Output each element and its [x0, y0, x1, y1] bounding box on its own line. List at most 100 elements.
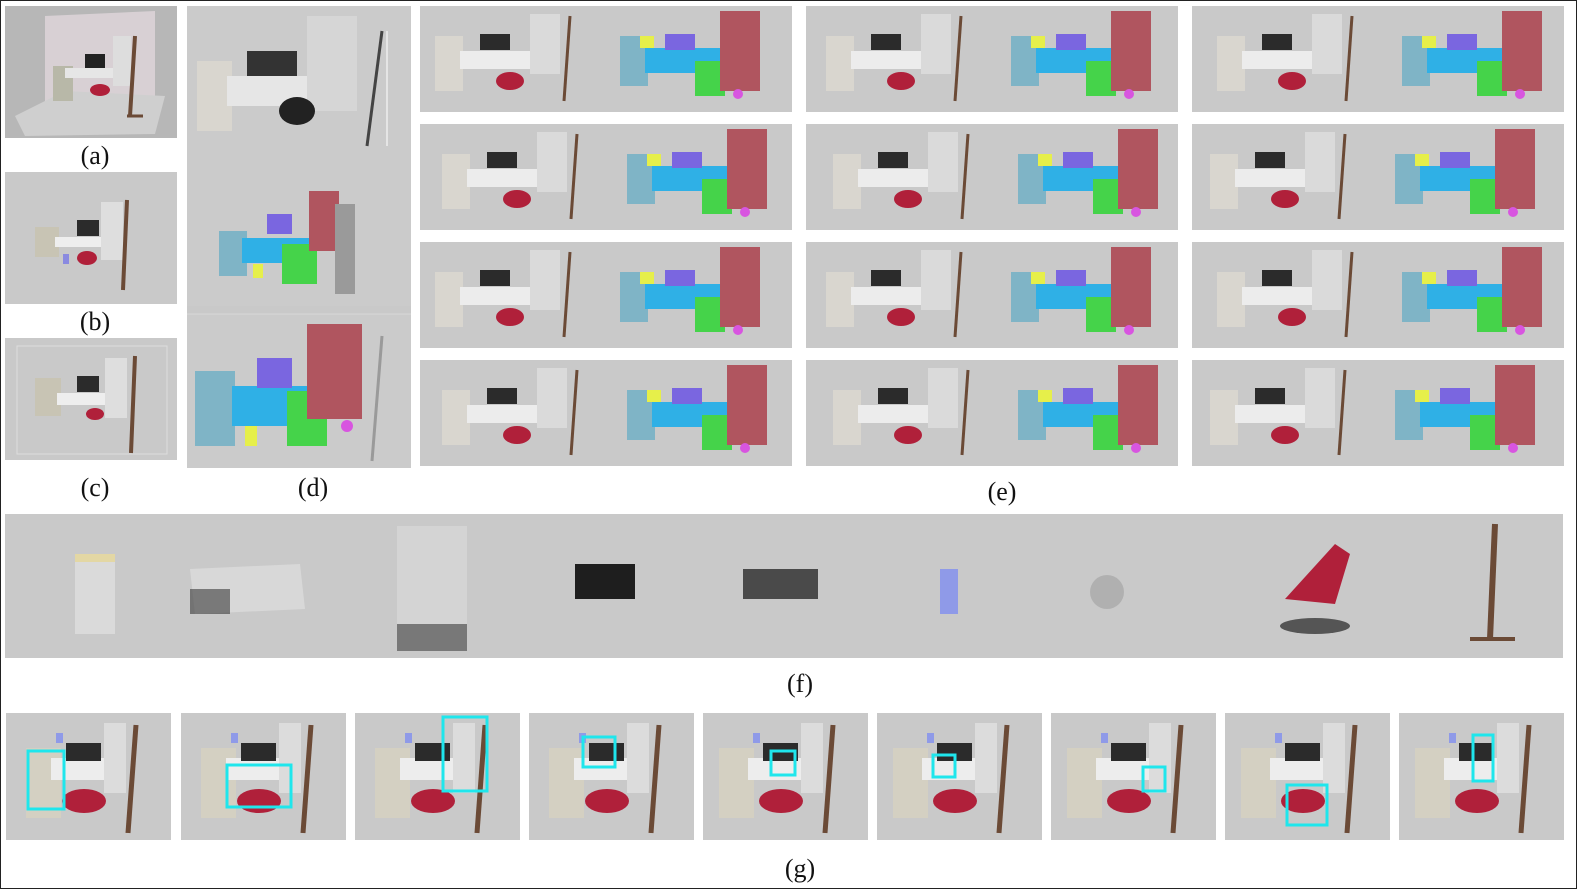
- panel-e-cell: [1192, 242, 1564, 348]
- seg-bottle: [1031, 272, 1045, 284]
- seg-wardrobe: [1495, 365, 1535, 445]
- raw-monitor: [1255, 388, 1285, 404]
- view-chair: [62, 789, 106, 813]
- raw-coat-rack: [562, 251, 572, 338]
- view-bottle: [927, 733, 934, 743]
- seg-monitor: [1447, 34, 1477, 50]
- cabinet-object: [75, 554, 115, 634]
- seg-bottle: [1038, 154, 1052, 166]
- raw-chair: [503, 426, 531, 444]
- raw-coat-rack: [1337, 133, 1347, 220]
- view-desk: [400, 758, 465, 780]
- raw-coat-rack: [953, 251, 963, 338]
- caption-b: (b): [79, 307, 111, 336]
- view-bottle: [753, 733, 760, 743]
- view-monitor: [1285, 743, 1320, 761]
- raw-desk: [851, 287, 931, 305]
- view-bottle: [1275, 733, 1282, 743]
- seg-wardrobe: [1111, 11, 1151, 91]
- raw-cabinet: [833, 390, 861, 445]
- panel-g-view: [1051, 713, 1216, 840]
- view-wardrobe: [1497, 723, 1519, 793]
- view-chair: [1455, 789, 1499, 813]
- raw-cabinet: [435, 36, 463, 91]
- view-monitor: [1459, 743, 1494, 761]
- panel-g-view: [181, 713, 346, 840]
- panel-g-view: [6, 713, 171, 840]
- raw-coat-rack: [960, 369, 970, 456]
- view-monitor: [66, 743, 101, 761]
- highlight-box: [581, 735, 617, 769]
- panel-e-cell: [806, 124, 1178, 230]
- highlight-box: [931, 753, 957, 779]
- panel-g-view: [703, 713, 868, 840]
- caption-c: (c): [80, 473, 110, 502]
- view-wardrobe: [1149, 723, 1171, 793]
- seg-bottle: [1422, 36, 1436, 48]
- panel-b-image: [5, 172, 177, 304]
- raw-wardrobe: [921, 14, 951, 74]
- seg-cup: [1508, 443, 1518, 453]
- keyboard-object: [743, 569, 818, 599]
- raw-coat-rack: [1344, 15, 1354, 102]
- highlight-box: [769, 749, 797, 777]
- raw-monitor: [871, 270, 901, 286]
- scene-view: [201, 723, 314, 834]
- raw-chair: [503, 190, 531, 208]
- raw-desk: [1242, 287, 1322, 305]
- panel-g-view: [355, 713, 520, 840]
- raw-cabinet: [826, 272, 854, 327]
- seg-wardrobe: [1118, 365, 1158, 445]
- seg-wardrobe: [1111, 247, 1151, 327]
- view-wardrobe: [104, 723, 126, 793]
- view-monitor: [589, 743, 624, 761]
- raw-coat-rack: [953, 15, 963, 102]
- panel-f-objects: [5, 514, 1563, 658]
- raw-monitor: [480, 34, 510, 50]
- view-monitor: [415, 743, 450, 761]
- view-chair: [1107, 789, 1151, 813]
- seg-cup: [1508, 207, 1518, 217]
- seg-monitor: [665, 34, 695, 50]
- panel-e-cell: [806, 6, 1178, 112]
- seg-bottle: [647, 154, 661, 166]
- seg-bottle: [1415, 154, 1429, 166]
- panel-e-cell: [1192, 360, 1564, 466]
- segmentation-pair: [1217, 11, 1542, 102]
- view-coat-rack: [822, 724, 836, 834]
- caption-a: (a): [80, 141, 110, 170]
- view-desk: [1270, 758, 1335, 780]
- view-wardrobe: [801, 723, 823, 793]
- scene-view: [893, 723, 1010, 834]
- raw-coat-rack: [960, 133, 970, 220]
- raw-cabinet: [826, 36, 854, 91]
- seg-cup: [1131, 443, 1141, 453]
- panel-e-cell: [420, 6, 792, 112]
- seg-bottle: [640, 36, 654, 48]
- seg-bottle: [1038, 390, 1052, 402]
- raw-cabinet: [833, 154, 861, 209]
- cup-object: [1090, 575, 1124, 609]
- view-chair: [1281, 789, 1325, 813]
- seg-monitor: [1440, 152, 1470, 168]
- raw-monitor: [487, 388, 517, 404]
- panel-e-cell: [420, 242, 792, 348]
- seg-monitor: [672, 388, 702, 404]
- view-coat-rack: [300, 724, 314, 834]
- raw-desk: [858, 405, 938, 423]
- monitor-object: [575, 564, 635, 599]
- chair-object: [1285, 544, 1350, 604]
- seg-monitor: [1063, 152, 1093, 168]
- seg-bottle: [640, 272, 654, 284]
- raw-cabinet: [442, 390, 470, 445]
- raw-wardrobe: [537, 132, 567, 192]
- raw-chair: [1271, 426, 1299, 444]
- raw-desk: [467, 169, 547, 187]
- raw-chair: [496, 308, 524, 326]
- view-desk: [51, 758, 116, 780]
- view-wardrobe: [627, 723, 649, 793]
- seg-monitor: [1063, 388, 1093, 404]
- raw-desk: [1242, 51, 1322, 69]
- caption-g: (g): [784, 854, 816, 883]
- raw-coat-rack: [569, 133, 579, 220]
